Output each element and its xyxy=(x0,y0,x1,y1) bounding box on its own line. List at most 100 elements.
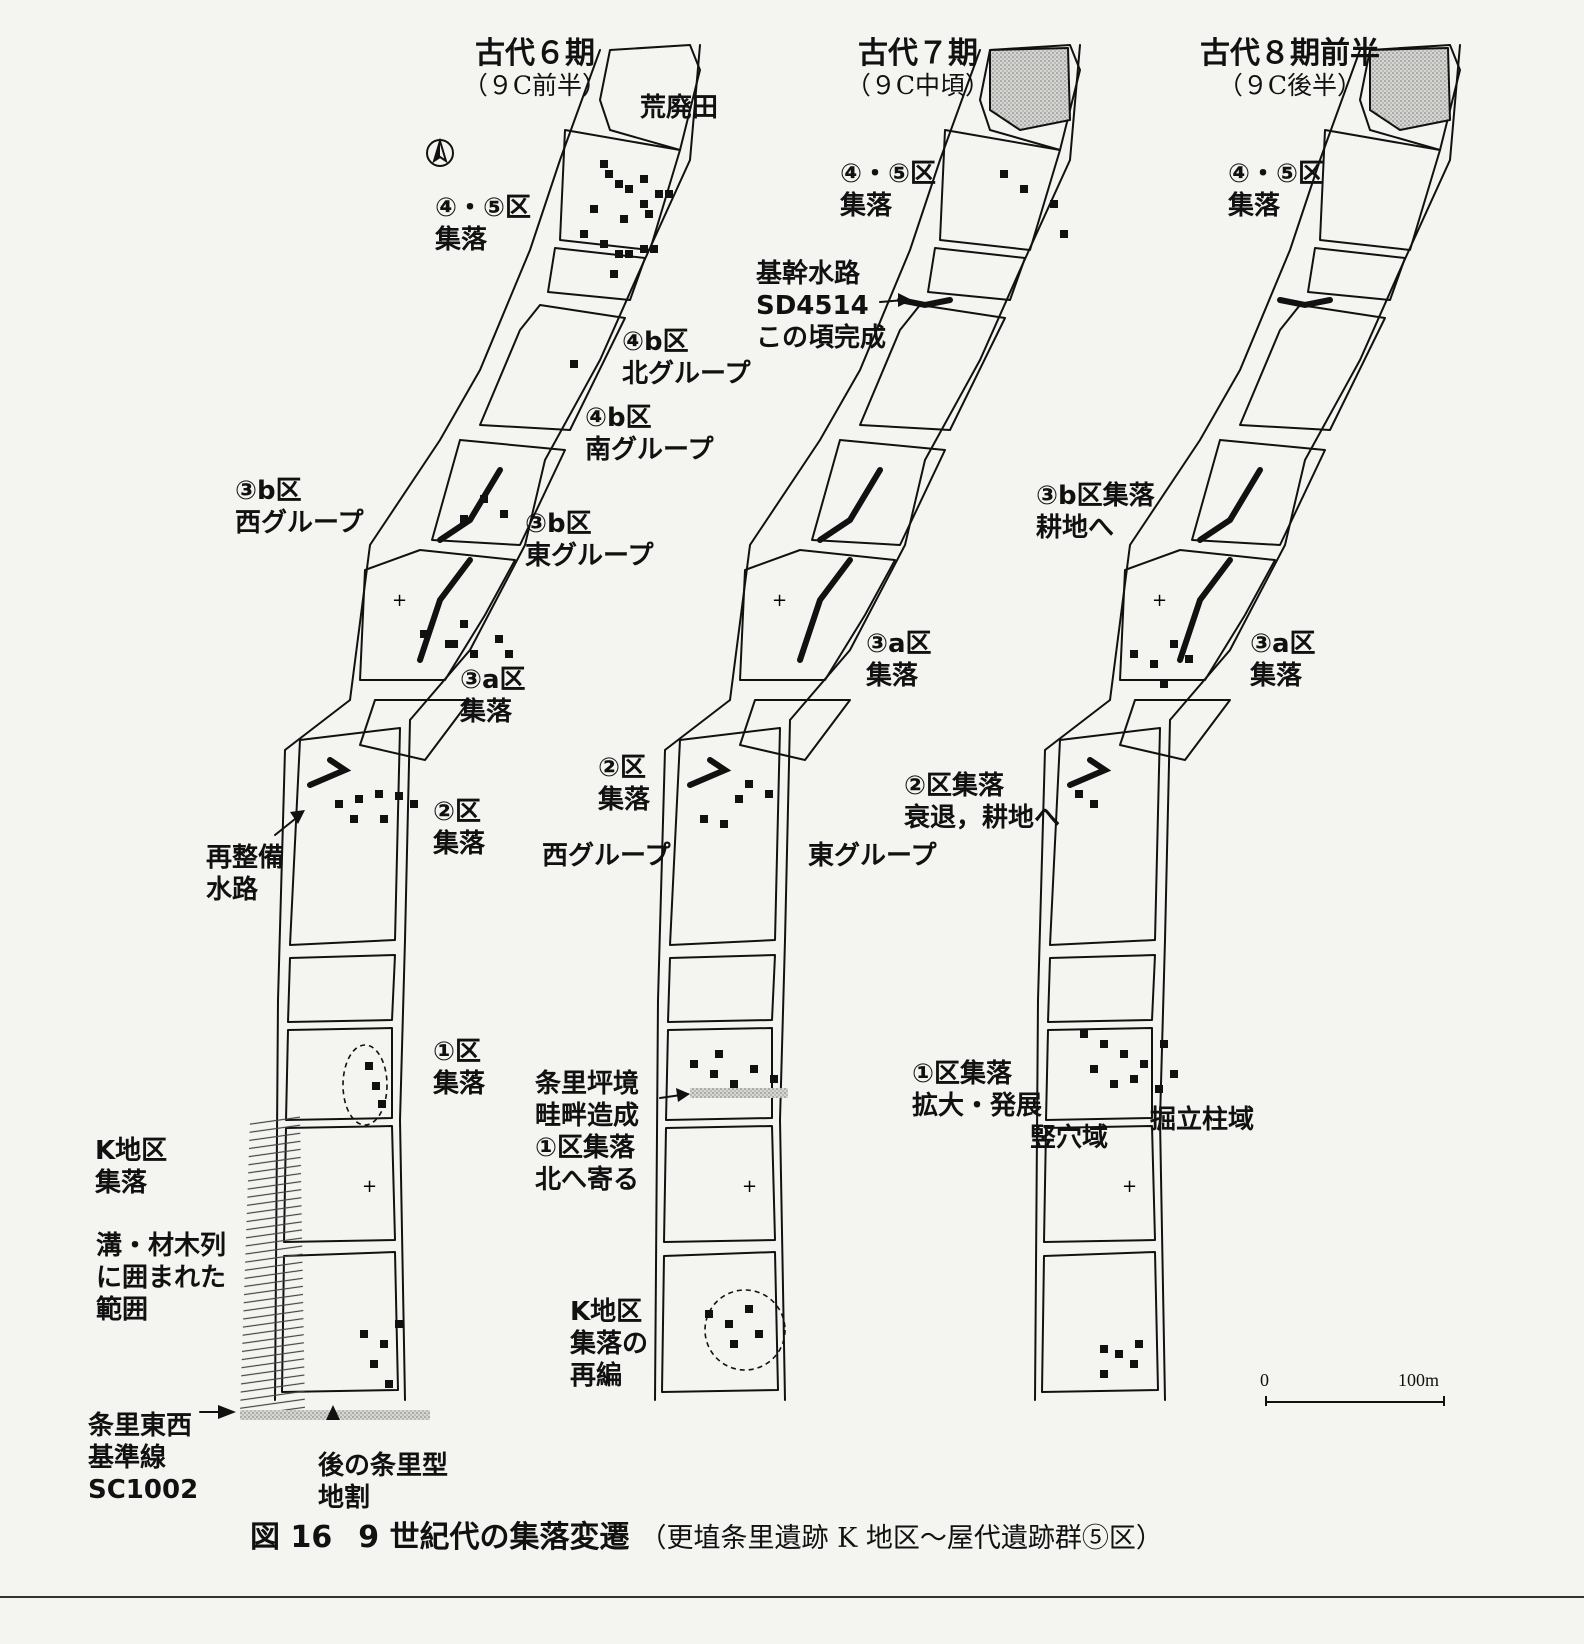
label-p3-ku1: ①区集落 拡大・発展 xyxy=(912,1059,1043,1121)
building-p2-14 xyxy=(765,790,773,798)
panel-1-title: 古代６期 xyxy=(475,36,595,71)
building-p3-7 xyxy=(1170,640,1178,648)
building-p1-4 xyxy=(620,215,628,223)
label-p2-ku2: ②区 集落 xyxy=(598,753,651,815)
building-p3-20 xyxy=(1155,1085,1163,1093)
water-channel xyxy=(817,467,883,543)
pointer-arrow-head xyxy=(290,810,305,824)
building-p2-9 xyxy=(470,650,478,658)
strip-edge-west-lower xyxy=(654,699,731,1401)
survey-cross: + xyxy=(392,590,407,611)
building-p2-1 xyxy=(605,170,613,178)
label-p1-later-grid: 後の条里型 地割 xyxy=(318,1451,449,1513)
strip-edge-east xyxy=(409,44,701,721)
building-p2-27 xyxy=(755,1330,763,1338)
building-p3-25 xyxy=(1100,1370,1108,1378)
building-p1-16 xyxy=(460,515,468,523)
building-p1-25 xyxy=(350,815,358,823)
label-p1-ku3b-east: ③b区 東グループ xyxy=(525,509,654,571)
field-block-upper-3 xyxy=(1307,247,1406,301)
field-block-lower-3 xyxy=(285,1027,393,1121)
scale-bar xyxy=(1265,1396,1445,1406)
building-p3-21 xyxy=(1170,1070,1178,1078)
field-block-upper-4 xyxy=(1239,304,1386,431)
building-p2-26 xyxy=(730,1340,738,1348)
building-p1-18 xyxy=(445,640,453,648)
field-block-upper-5 xyxy=(1191,439,1326,546)
caption-site: （更埴条里遺跡 K 地区～屋代遺跡群⑤区） xyxy=(639,1523,1163,1554)
building-p1-1 xyxy=(600,160,608,168)
building-p3-18 xyxy=(1110,1080,1118,1088)
label-p1-ku4b-north: ④b区 北グループ xyxy=(622,327,751,389)
building-p1-11 xyxy=(650,245,658,253)
label-p1-ku45: ④・⑤区 集落 xyxy=(435,193,532,255)
settlement-enclosure-ku1 xyxy=(342,1044,388,1126)
building-p2-10 xyxy=(495,635,503,643)
building-p1-28 xyxy=(372,1082,380,1090)
north-arrow-icon xyxy=(426,137,454,167)
building-p1-29 xyxy=(378,1100,386,1108)
label-p3-pit-area: 竪穴域 xyxy=(1030,1123,1109,1153)
building-p1-22 xyxy=(375,790,383,798)
panel-2-title: 古代７期 xyxy=(858,36,978,71)
building-p2-25 xyxy=(745,1305,753,1313)
label-p1-ku3a: ③a区 集落 xyxy=(460,665,526,727)
field-block-upper-7 xyxy=(1119,699,1231,761)
water-channel xyxy=(307,757,352,788)
building-p1-2 xyxy=(615,180,623,188)
building-p2-4 xyxy=(665,190,673,198)
label-p3-post-area: 掘立柱域 xyxy=(1150,1105,1255,1135)
field-block-lower-4 xyxy=(663,1125,776,1243)
field-block-lower-3 xyxy=(665,1027,773,1121)
label-p1-ku4b-south: ④b区 南グループ xyxy=(585,403,714,465)
building-p2-22 xyxy=(715,1050,723,1058)
building-p2-2 xyxy=(625,185,633,193)
survey-cross: + xyxy=(742,1176,757,1197)
building-p3-2 xyxy=(1020,185,1028,193)
k-district-hatched-area xyxy=(240,1115,305,1412)
panel-1-subtitle: （９C前半） xyxy=(462,71,608,100)
building-p3-26 xyxy=(1135,1340,1143,1348)
field-block-upper-5 xyxy=(431,439,566,546)
building-p3-17 xyxy=(1090,1065,1098,1073)
water-channel xyxy=(687,757,732,788)
field-block-upper-3 xyxy=(927,247,1026,301)
building-p3-10 xyxy=(1075,790,1083,798)
label-p2-east-group: 東グループ xyxy=(808,841,937,871)
water-channel xyxy=(437,467,503,543)
building-p3-14 xyxy=(1120,1050,1128,1058)
water-channel xyxy=(797,557,853,663)
building-p2-13 xyxy=(745,780,753,788)
bottom-rule xyxy=(0,1596,1584,1598)
scale-max-label: 100m xyxy=(1398,1370,1440,1390)
water-channel xyxy=(1067,757,1112,788)
panel-3-title: 古代８期前半 xyxy=(1200,36,1380,71)
building-p3-9 xyxy=(1160,680,1168,688)
pointer-arrow-head xyxy=(326,1405,340,1420)
building-p1-12 xyxy=(610,270,618,278)
strip-edge-west xyxy=(1109,49,1361,701)
panel-2-subtitle: （９C中頃） xyxy=(845,71,991,100)
scale-zero-label: 0 xyxy=(1260,1370,1269,1390)
field-block-lower-5 xyxy=(1041,1251,1159,1393)
building-p2-5 xyxy=(600,240,608,248)
building-p3-22 xyxy=(1100,1345,1108,1353)
building-p1-17 xyxy=(420,630,428,638)
building-p2-17 xyxy=(690,1060,698,1068)
field-block-upper-2 xyxy=(1319,129,1441,251)
water-channel xyxy=(1177,557,1233,663)
building-p3-15 xyxy=(1140,1060,1148,1068)
building-p3-23 xyxy=(1115,1350,1123,1358)
building-p3-6 xyxy=(1150,660,1158,668)
building-p2-12 xyxy=(735,795,743,803)
building-p1-34 xyxy=(385,1380,393,1388)
label-p2-ku3a: ③a区 集落 xyxy=(866,629,932,691)
building-p2-7 xyxy=(640,245,648,253)
building-p3-5 xyxy=(1130,650,1138,658)
building-p3-1 xyxy=(1000,170,1008,178)
building-p1-32 xyxy=(395,1320,403,1328)
survey-cross: + xyxy=(362,1176,377,1197)
building-p3-13 xyxy=(1100,1040,1108,1048)
pointer-arrow-head xyxy=(898,293,912,307)
building-p2-8 xyxy=(450,640,458,648)
